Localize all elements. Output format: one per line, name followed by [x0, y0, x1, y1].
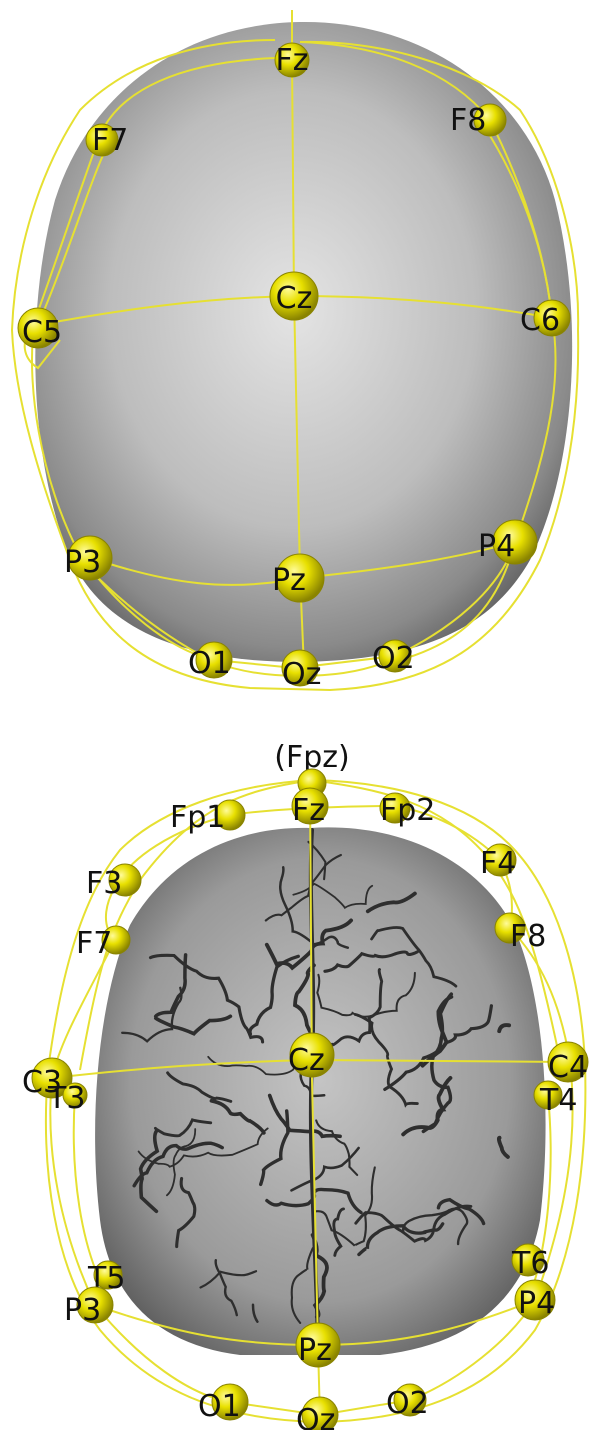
skull-label-f7: F7 — [92, 123, 128, 158]
brain-label-oz: Oz — [296, 1403, 335, 1430]
brain-label-fp2: Fp2 — [380, 793, 435, 828]
brain-panel: (Fpz) Fp1FzFp2F3F4F7F8CzC3C4T3T4T5T6P3P4… — [22, 740, 588, 1430]
brain-label-o2: O2 — [386, 1386, 429, 1421]
brain-label-p3: P3 — [64, 1293, 101, 1328]
skull-label-oz: Oz — [282, 657, 321, 692]
brain-label-fz: Fz — [292, 793, 325, 828]
brain-label-f3: F3 — [86, 866, 122, 901]
brain-label-pz: Pz — [298, 1333, 332, 1368]
skull-label-o1: O1 — [188, 646, 231, 681]
skull-label-c5: C5 — [22, 315, 62, 350]
brain-label-f7: F7 — [76, 926, 112, 961]
brain-label-o1: O1 — [198, 1389, 241, 1424]
brain-label-f8: F8 — [510, 919, 546, 954]
skull-label-cz: Cz — [276, 281, 313, 316]
brain-label-t4: T4 — [539, 1083, 577, 1118]
skull-label-f8: F8 — [450, 103, 486, 138]
skull-label-p3: P3 — [64, 545, 101, 580]
brain-label-t3: T3 — [47, 1081, 85, 1116]
skull-label-o2: O2 — [372, 641, 415, 676]
brain-label-p4: P4 — [518, 1286, 555, 1321]
brain-label-cz: Cz — [288, 1043, 325, 1078]
skull-label-fz: Fz — [275, 43, 308, 78]
brain-surface — [95, 827, 545, 1355]
skull-label-p4: P4 — [478, 529, 515, 564]
skull-panel: FzF7 F8CzC5 C6P3 P4PzO1 Oz O2 — [12, 10, 578, 692]
skull-label-c6: C6 — [520, 303, 560, 338]
brain-label-fp1: Fp1 — [170, 800, 225, 835]
skull-label-pz: Pz — [272, 563, 306, 598]
brain-label-f4: F4 — [480, 846, 516, 881]
brain-label-t6: T6 — [511, 1246, 549, 1281]
brain-label-c4: C4 — [548, 1050, 588, 1085]
